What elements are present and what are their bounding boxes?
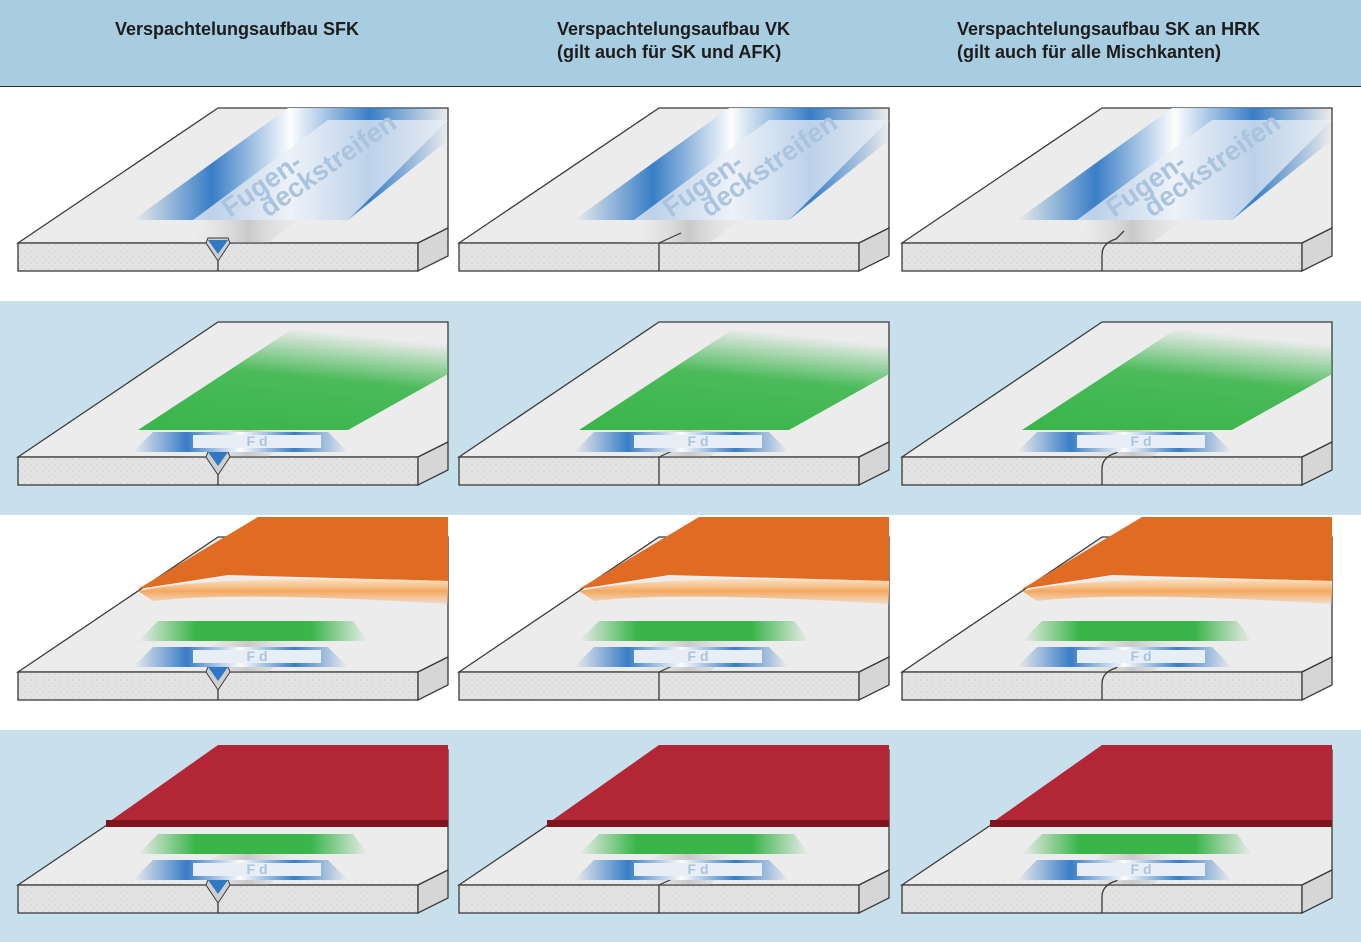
- red-layer-edge: [547, 820, 889, 827]
- joint-rounded-edge: [1101, 230, 1125, 271]
- diagram-vk-row1: Fugen-deckstreifen: [456, 107, 890, 273]
- tape-label-short: F d: [688, 861, 709, 877]
- tape-label-band: [1077, 650, 1205, 663]
- column-title-sk: Verspachtelungsaufbau SK an HRK (gilt au…: [957, 19, 1261, 62]
- tape-label-band: [1077, 435, 1205, 448]
- green-layer: [579, 834, 809, 854]
- tape-notch: [208, 240, 228, 254]
- board-right-side: [858, 655, 890, 702]
- joint-rounded-edge: [1101, 659, 1125, 700]
- board-right-side: [417, 655, 449, 702]
- green-layer: [138, 621, 368, 641]
- red-layer-edge: [106, 820, 448, 827]
- tape-label-short: F d: [688, 433, 709, 449]
- orange-layer: [579, 517, 889, 589]
- tape-label-short: F d: [1131, 433, 1152, 449]
- tape-label-short: F d: [688, 648, 709, 664]
- board-right-side: [858, 226, 890, 273]
- tape-label-short: F d: [247, 648, 268, 664]
- tape-notch: [208, 667, 228, 681]
- tape-label-band: [1077, 120, 1332, 220]
- board-right-side: [858, 440, 890, 487]
- joint-rounded-edge: [1101, 444, 1125, 485]
- tape-label-band: [634, 120, 889, 220]
- tape-label-band: [634, 650, 762, 663]
- diagram-sk-row4: F d: [899, 745, 1333, 915]
- diagram-sfk-row1: Fugen-deckstreifen: [15, 107, 449, 273]
- tape-label-band: [634, 435, 762, 448]
- diagram-sk-row3: F d: [899, 517, 1333, 702]
- board-right-side: [417, 868, 449, 915]
- diagram-sk-row1: Fugen-deckstreifen: [899, 107, 1333, 273]
- orange-layer: [1022, 517, 1332, 589]
- green-layer: [138, 322, 448, 430]
- tape-notch: [208, 880, 228, 894]
- joint-top-line: [658, 232, 682, 244]
- diagram-sk-row2: F d: [899, 321, 1333, 487]
- red-layer: [547, 745, 889, 824]
- tape-label-short: F d: [247, 861, 268, 877]
- red-layer: [106, 745, 448, 824]
- board-right-side: [858, 868, 890, 915]
- green-layer: [579, 322, 889, 430]
- diagram-sfk-row4: F d: [15, 745, 449, 915]
- tape-label-band: [193, 650, 321, 663]
- board-right-side: [1301, 440, 1333, 487]
- diagram-sfk-row2: F d: [15, 321, 449, 487]
- red-layer-edge: [990, 820, 1332, 827]
- orange-light-layer: [138, 578, 448, 604]
- column-title-vk: Verspachtelungsaufbau VK (gilt auch für …: [557, 19, 791, 62]
- green-layer: [138, 834, 368, 854]
- tape-label-band: [634, 863, 762, 876]
- green-layer: [1022, 834, 1252, 854]
- tape-label-short: F d: [1131, 861, 1152, 877]
- diagram-vk-row3: F d: [456, 517, 890, 702]
- orange-layer: [138, 517, 448, 589]
- tape-label-band: [193, 435, 321, 448]
- orange-light-layer: [1022, 578, 1332, 604]
- tape-label-short: F d: [1131, 648, 1152, 664]
- tape-label-band: [1077, 863, 1205, 876]
- diagram-sfk-row3: F d: [15, 517, 449, 702]
- tape-label-short: F d: [247, 433, 268, 449]
- green-layer: [1022, 621, 1252, 641]
- red-layer: [990, 745, 1332, 824]
- column-title-sfk: Verspachtelungsaufbau SFK: [115, 19, 360, 39]
- tape-label-band: [193, 120, 448, 220]
- joint-rounded-edge: [1101, 872, 1125, 913]
- board-right-side: [1301, 655, 1333, 702]
- board-right-side: [417, 226, 449, 273]
- board-right-side: [1301, 226, 1333, 273]
- header-bar: Verspachtelungsaufbau SFK Verspachtelung…: [0, 0, 1361, 87]
- board-right-side: [417, 440, 449, 487]
- green-layer: [579, 621, 809, 641]
- tape-label-band: [193, 863, 321, 876]
- board-right-side: [1301, 868, 1333, 915]
- tape-notch: [208, 452, 228, 466]
- diagram-vk-row2: F d: [456, 321, 890, 487]
- orange-light-layer: [579, 578, 889, 604]
- diagram-vk-row4: F d: [456, 745, 890, 915]
- green-layer: [1022, 322, 1332, 430]
